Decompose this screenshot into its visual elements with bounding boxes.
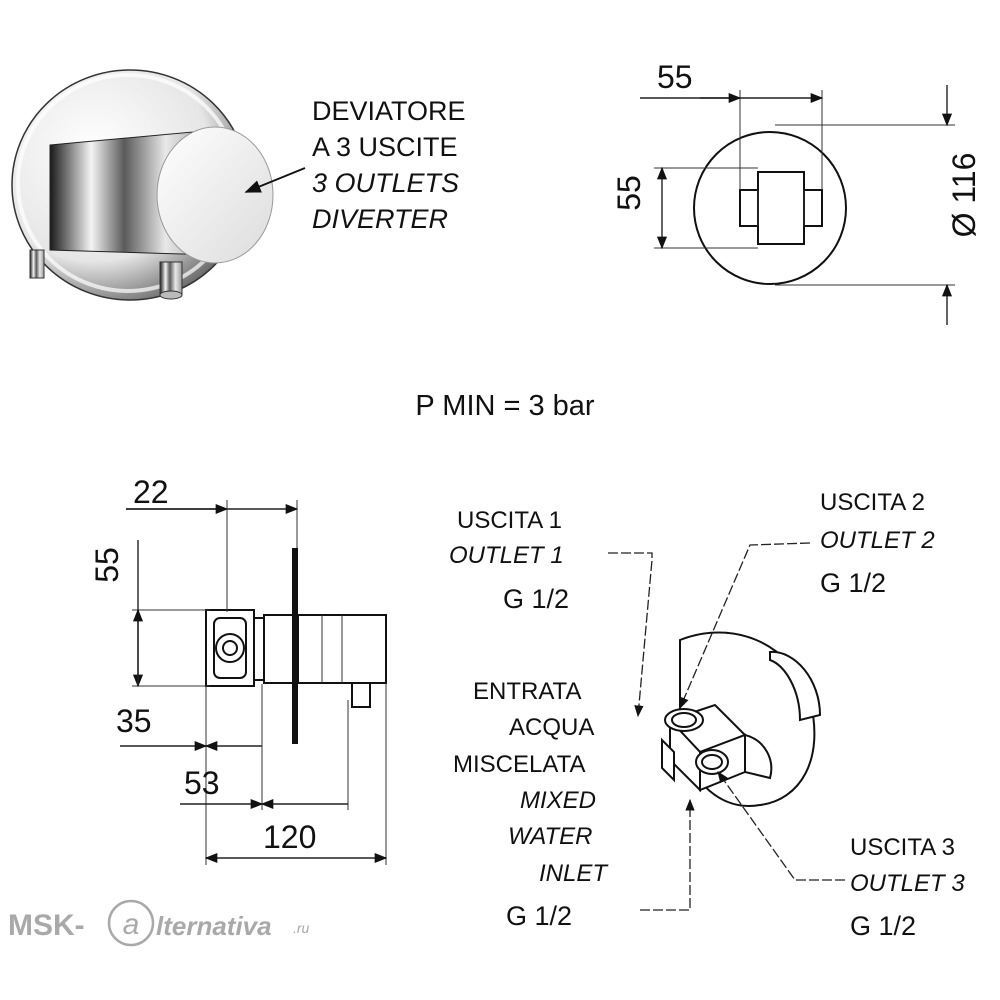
- inlet-thread: G 1/2: [506, 901, 572, 931]
- inlet-label: ENTRATA ACQUA MISCELATA MIXED WATER INLE…: [453, 678, 609, 931]
- product-label: DEVIATORE A 3 USCITE 3 OUTLETS DIVERTER: [312, 96, 466, 234]
- outlet2-it: USCITA 2: [820, 489, 925, 516]
- label-line2: A 3 USCITE: [312, 132, 458, 162]
- outlet1-it: USCITA 1: [457, 507, 562, 534]
- isometric-view: [608, 542, 845, 911]
- side-dim-22: 22: [133, 474, 169, 510]
- label-line4: DIVERTER: [312, 204, 448, 234]
- label-line3: 3 OUTLETS: [312, 168, 459, 198]
- watermark-left: MSK-: [8, 909, 85, 942]
- outlet2-label: USCITA 2 OUTLET 2 G 1/2: [820, 489, 935, 598]
- watermark-logo-icon: [107, 899, 155, 947]
- label-arrow: [244, 167, 306, 193]
- inlet-en2: WATER: [508, 823, 592, 850]
- knob-face: [156, 126, 274, 264]
- label-line1: DEVIATORE: [312, 96, 466, 126]
- side-dim-35: 35: [116, 703, 152, 739]
- outlet2-en: OUTLET 2: [820, 527, 935, 554]
- pin-left: [29, 249, 45, 279]
- iso-inlet-port: [661, 737, 675, 783]
- watermark-right: lternativa: [156, 911, 272, 941]
- front-view: [640, 85, 955, 325]
- inlet-en1: MIXED: [520, 787, 596, 814]
- outlet2-thread: G 1/2: [820, 568, 886, 598]
- outlet1-label: USCITA 1 OUTLET 1 G 1/2: [449, 507, 569, 614]
- side-dim-55: 55: [89, 547, 125, 583]
- outlet3-it: USCITA 3: [850, 834, 955, 861]
- front-dim-height: 55: [611, 175, 647, 211]
- outlet3-en: OUTLET 3: [850, 870, 965, 897]
- side-pin: [351, 682, 371, 708]
- outlet1-thread: G 1/2: [503, 584, 569, 614]
- side-view: [120, 500, 388, 865]
- front-dim-width: 55: [657, 59, 693, 95]
- product-photo: [11, 69, 274, 301]
- side-dim-120: 120: [263, 819, 316, 855]
- pin-right: [159, 261, 183, 296]
- outlet3-thread: G 1/2: [850, 911, 916, 941]
- side-wall-plate: [292, 548, 298, 744]
- side-dim-53: 53: [184, 765, 220, 801]
- pressure-note: P MIN = 3 bar: [415, 390, 595, 422]
- outlet1-en: OUTLET 1: [449, 542, 564, 569]
- front-dim-diameter: Ø 116: [946, 153, 982, 238]
- inlet-it2: ACQUA: [509, 714, 594, 741]
- inlet-it3: MISCELATA: [453, 751, 585, 778]
- inlet-en3: INLET: [539, 860, 609, 887]
- watermark-tld: .ru: [293, 920, 310, 936]
- outlet3-label: USCITA 3 OUTLET 3 G 1/2: [850, 834, 965, 941]
- inlet-it1: ENTRATA: [473, 678, 581, 705]
- watermark-mark: a: [123, 908, 140, 941]
- watermark: MSK- a lternativa .ru: [8, 899, 310, 947]
